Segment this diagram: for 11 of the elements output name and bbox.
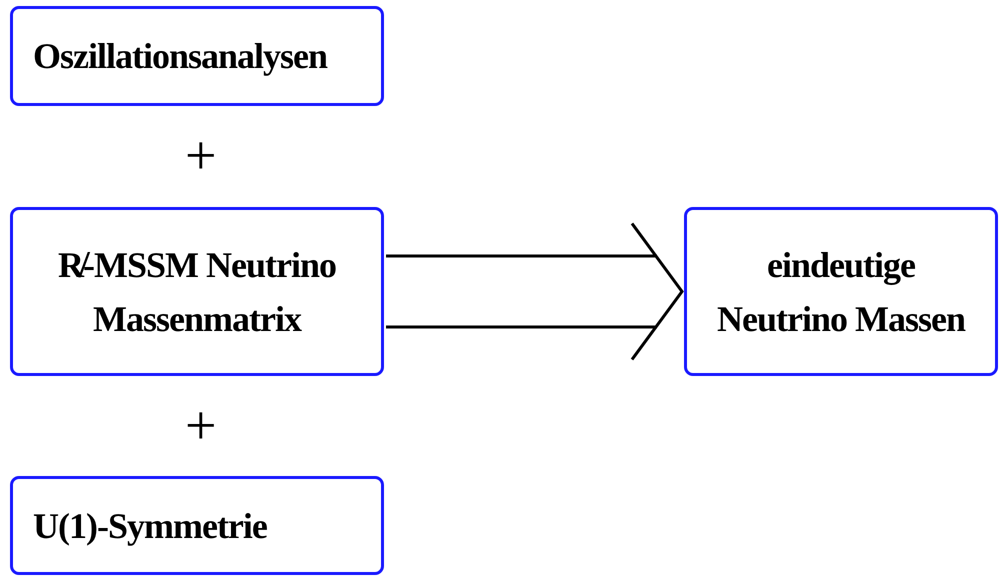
text-box <box>10 207 384 376</box>
text-box <box>684 207 998 376</box>
plus-sign: + <box>185 398 217 454</box>
text-box <box>10 476 384 575</box>
box-label: Oszillationsanalysen <box>33 35 328 78</box>
box-label: R̸-MSSM Neutrino Massenmatrix <box>57 244 337 340</box>
box-label: U(1)-Symmetrie <box>33 504 267 548</box>
box-label: eindeutige Neutrino Massen <box>716 244 966 340</box>
plus-sign: + <box>185 128 217 184</box>
double-arrow <box>386 222 684 361</box>
text-box <box>10 6 384 106</box>
